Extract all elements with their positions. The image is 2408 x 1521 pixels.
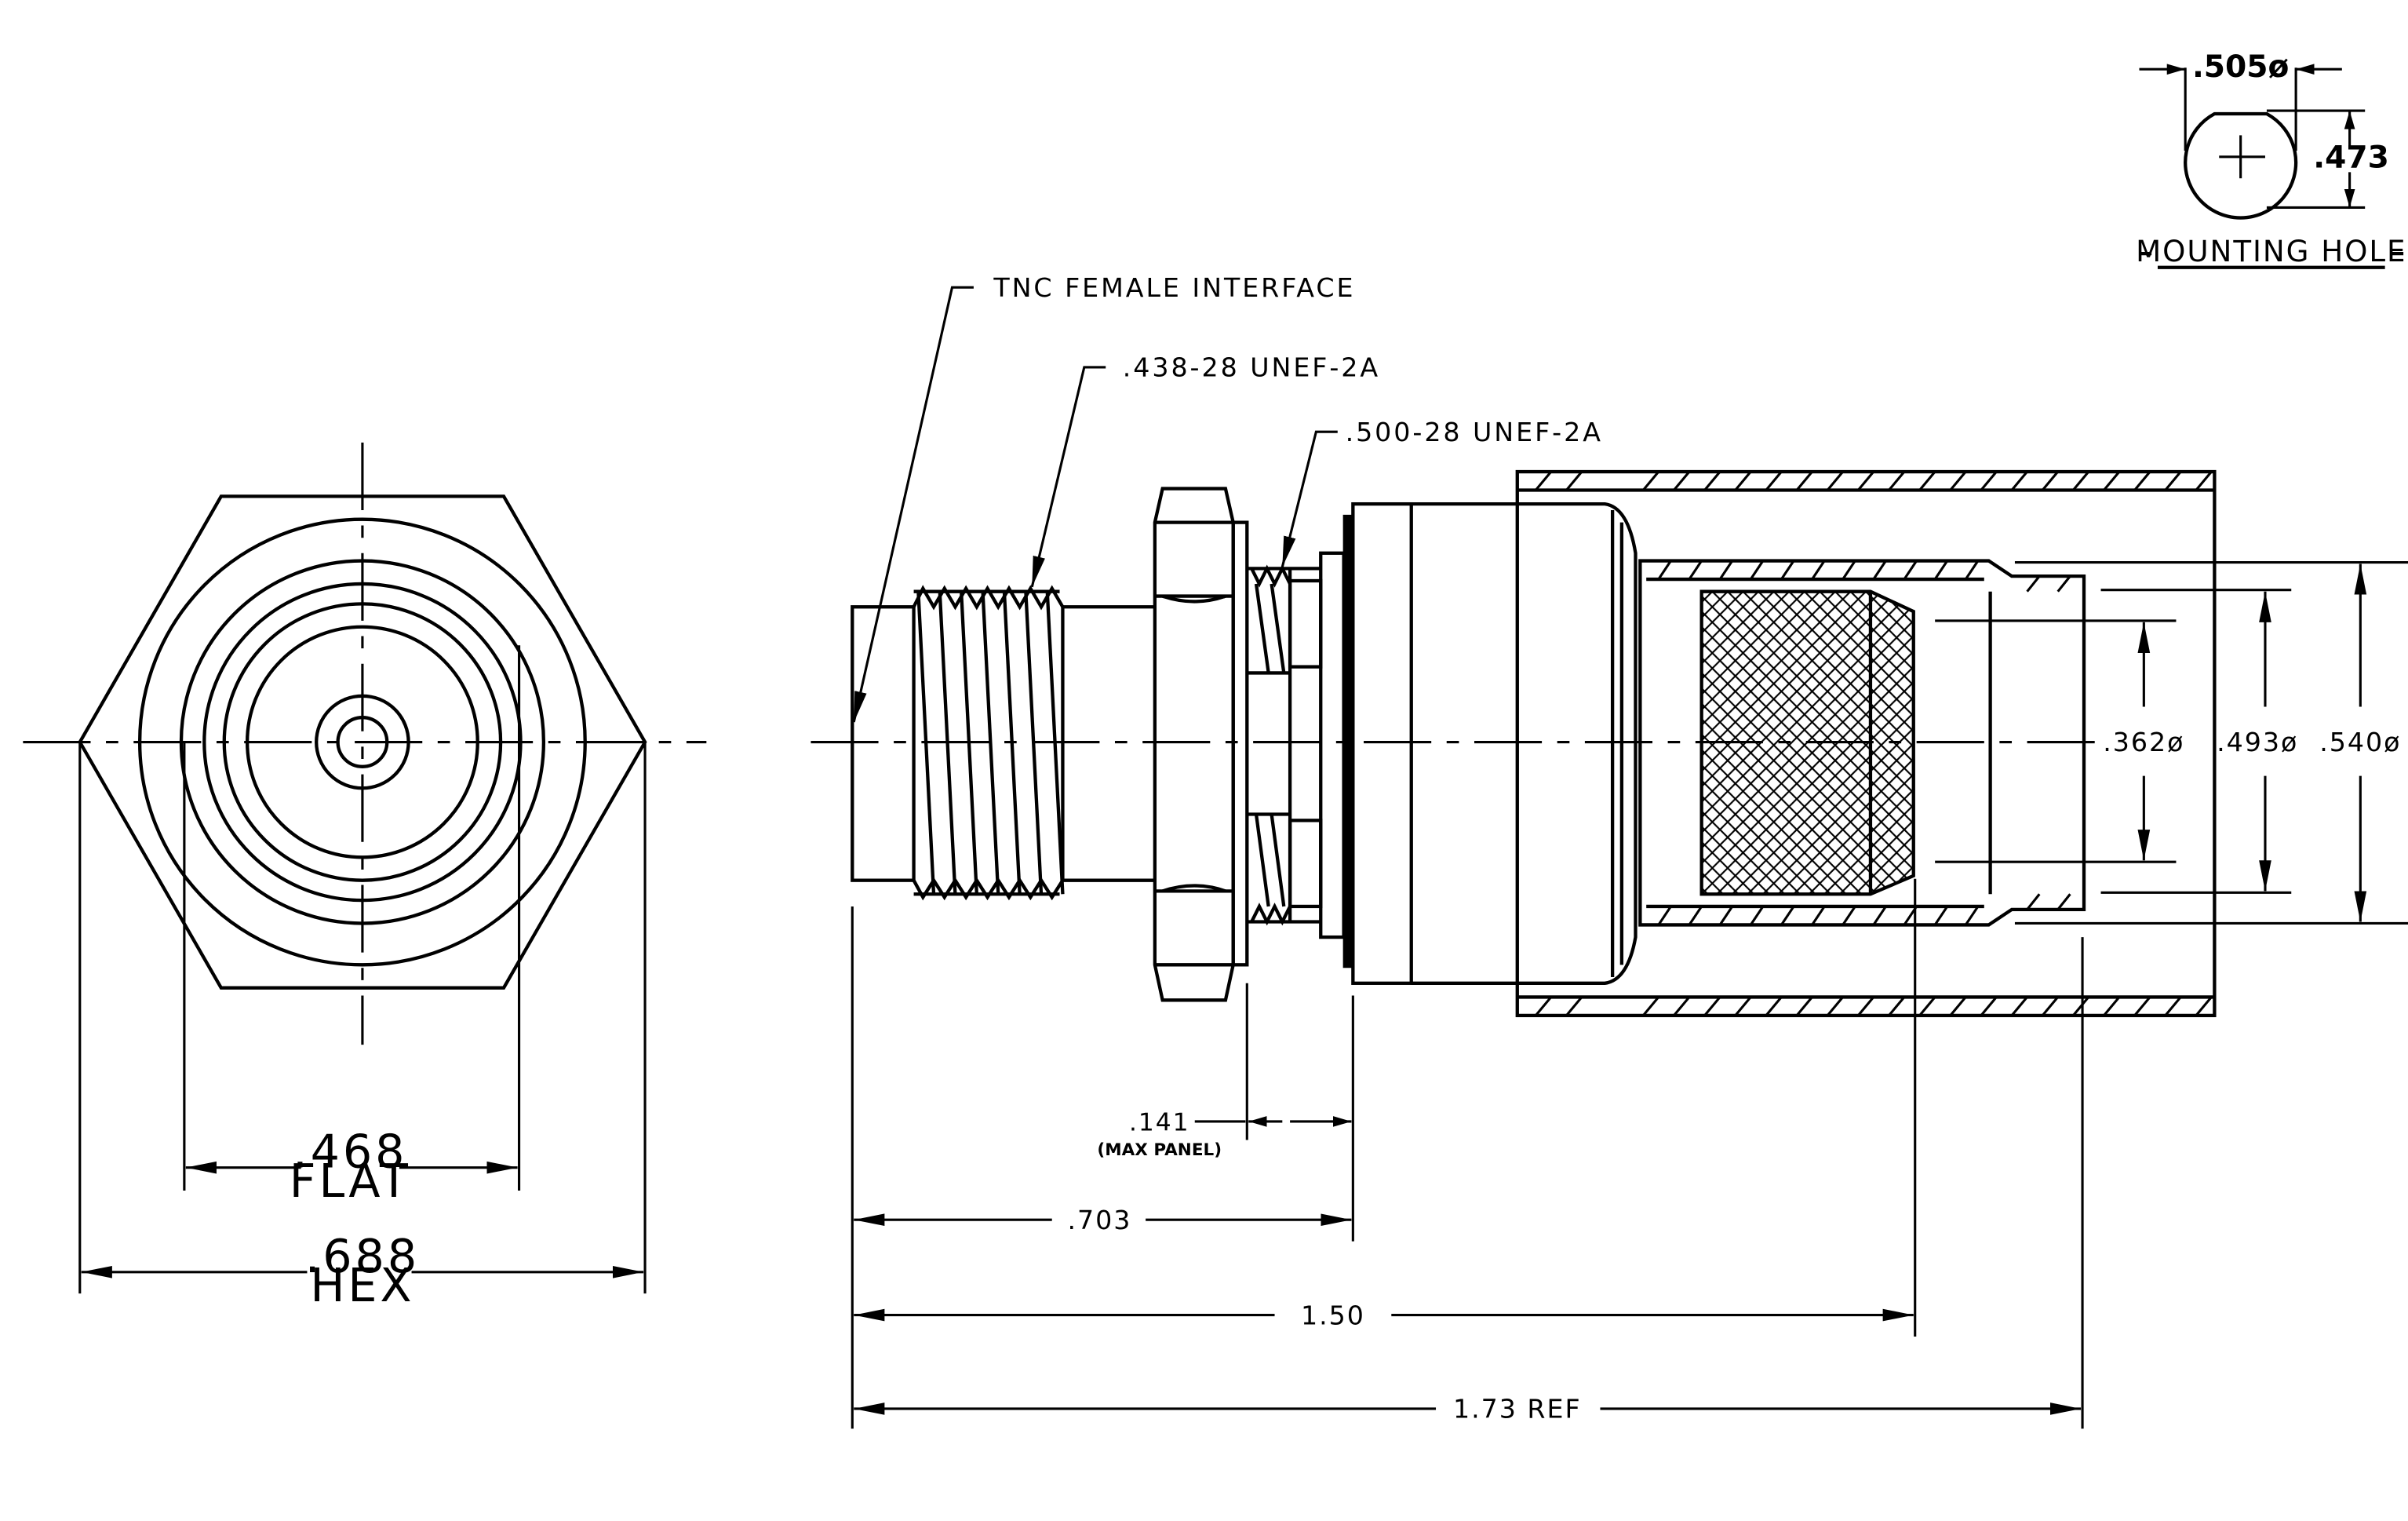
- hex-dimension-value: .688: [305, 1230, 420, 1283]
- hex-dimension-text: HEX: [310, 1259, 414, 1312]
- diameter-540: .540ø: [2319, 727, 2401, 757]
- diameter-362: .362ø: [2103, 727, 2184, 757]
- flat-dimension-text: FLAT: [290, 1154, 411, 1208]
- callout-tnc-interface: TNC FEMALE INTERFACE: [993, 272, 1355, 303]
- mounting-hole-detail: .505ø .473 MOUNTING HOLE: [2136, 49, 2406, 269]
- diameter-493: .493ø: [2217, 727, 2298, 757]
- flat-dimension-value: .468: [293, 1125, 407, 1179]
- callout-thread-500: .500-28 UNEF-2A: [1346, 417, 1603, 447]
- mounting-hole-diameter: .505ø: [2192, 49, 2289, 85]
- callout-thread-438: .438-28 UNEF-2A: [1123, 352, 1380, 383]
- panel-dimension-value: .141: [1129, 1109, 1190, 1137]
- dimensions: .141 (MAX PANEL) .703 1.50 1.73 REF .362…: [854, 564, 2401, 1424]
- side-view: [811, 469, 2408, 1429]
- dimension-150: 1.50: [1301, 1300, 1365, 1330]
- callouts: TNC FEMALE INTERFACE .438-28 UNEF-2A .50…: [852, 272, 1603, 723]
- mounting-hole-flat: .473: [2313, 140, 2389, 175]
- mounting-hole-title: MOUNTING HOLE: [2136, 234, 2406, 268]
- dimension-173-ref: 1.73 REF: [1453, 1394, 1582, 1424]
- dimension-703: .703: [1067, 1205, 1131, 1235]
- panel-dimension-note: (MAX PANEL): [1097, 1140, 1222, 1160]
- front-view: .468 FLAT .688 HEX: [23, 442, 707, 1312]
